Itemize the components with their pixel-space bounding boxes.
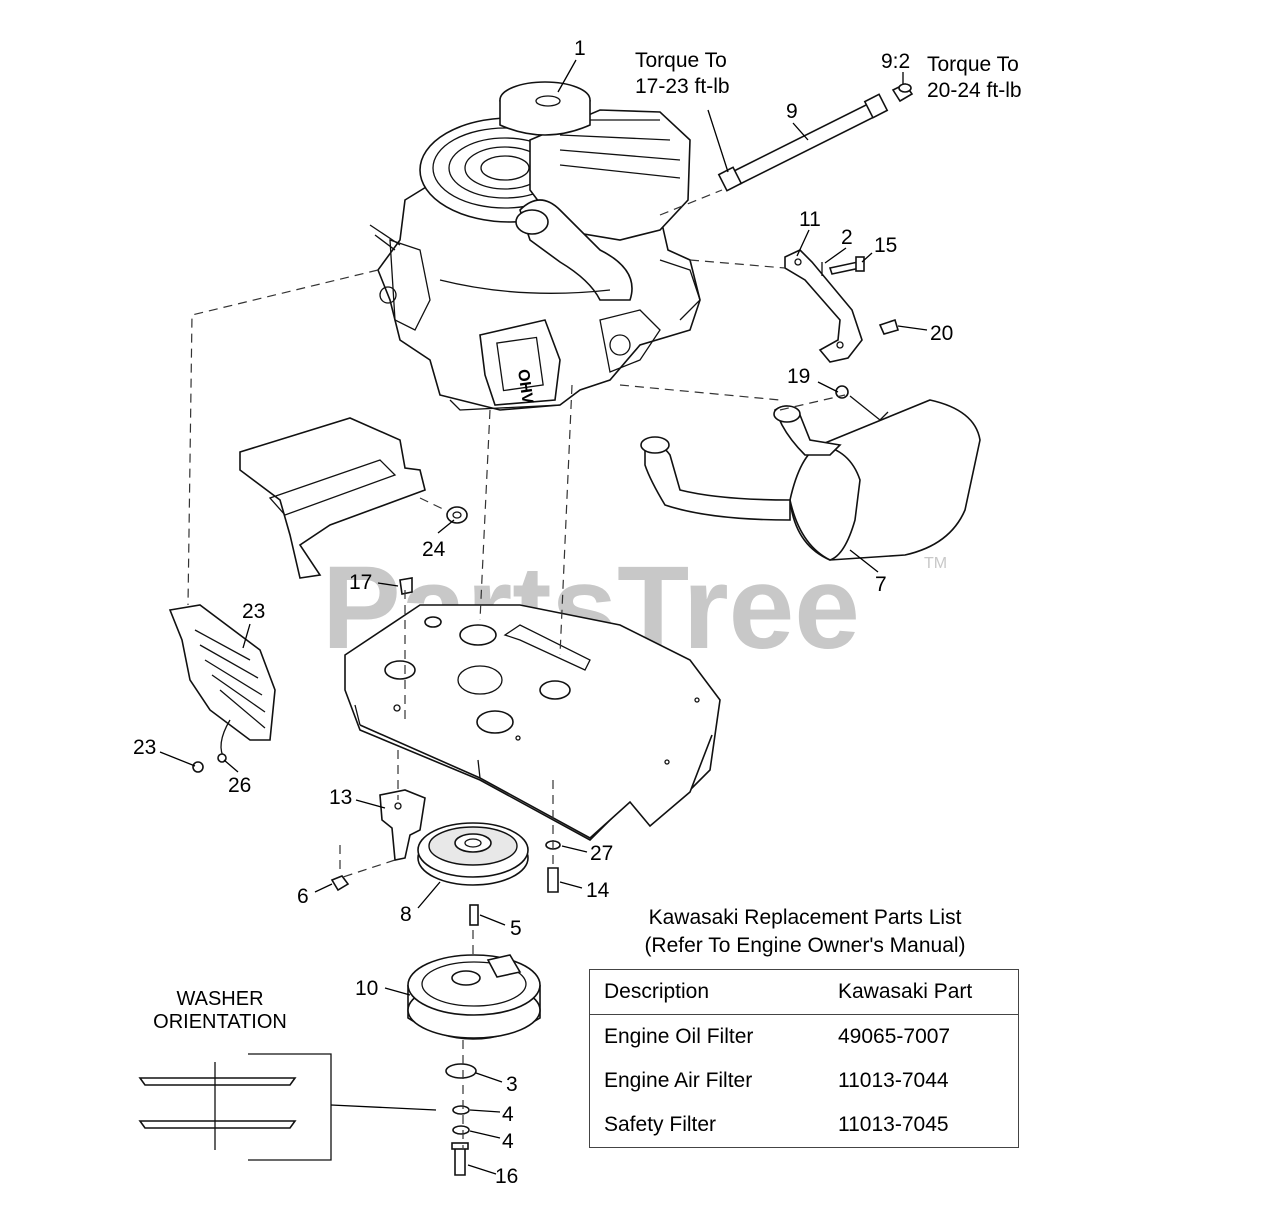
callout-13: 13 (329, 786, 352, 809)
engine-assembly: OHV (369, 81, 701, 411)
svg-text:OHV: OHV (514, 368, 536, 405)
callout-5: 5 (510, 917, 522, 940)
kawasaki-parts-table: Description Kawasaki Part Engine Oil Fil… (589, 969, 1019, 1148)
callout-1: 1 (574, 37, 586, 60)
callout-17: 17 (349, 571, 372, 594)
callout-4-lower: 4 (502, 1130, 514, 1153)
callout-23-lower: 23 (133, 736, 156, 759)
engine-mounting-plate (344, 577, 721, 841)
assembly-lines (187, 189, 846, 1148)
parts-table-title-line2: (Refer To Engine Owner's Manual) (644, 934, 966, 957)
torque-note-line2: 17-23 ft-lb (635, 75, 730, 98)
callout-9: 9 (786, 100, 798, 123)
torque-note-line1: Torque To (927, 53, 1019, 76)
parts-table-title: Kawasaki Replacement Parts List (Refer T… (590, 904, 1020, 960)
callout-27: 27 (590, 842, 613, 865)
callout-11: 11 (799, 208, 821, 231)
oil-line-assembly (717, 82, 914, 192)
column-header-kawasaki-part: Kawasaki Part (824, 969, 1019, 1015)
bracket-13 (330, 789, 426, 892)
leader-lines (159, 59, 928, 1175)
parts-table-title-line1: Kawasaki Replacement Parts List (648, 906, 962, 929)
callout-8: 8 (400, 903, 412, 926)
table-header-row: Description Kawasaki Part (589, 969, 1019, 1015)
torque-note-17-23: Torque To 17-23 ft-lb (635, 49, 730, 98)
callout-26: 26 (228, 774, 251, 797)
callout-6: 6 (297, 885, 309, 908)
callout-23-upper: 23 (242, 600, 265, 623)
pulley-8 (417, 822, 529, 926)
callout-16: 16 (495, 1165, 518, 1188)
callout-10: 10 (355, 977, 378, 1000)
torque-note-20-24: Torque To 20-24 ft-lb (927, 53, 1022, 102)
washer-orientation-line2: ORIENTATION (153, 1011, 287, 1033)
callout-15: 15 (874, 234, 897, 257)
callout-9-2: 9:2 (881, 50, 910, 73)
table-row: Engine Oil Filter 49065-7007 (590, 1015, 1019, 1060)
watermark-trademark: TM (924, 555, 947, 572)
torque-note-line1: Torque To (635, 49, 727, 72)
washer-orientation-line1: WASHER (176, 988, 264, 1010)
part-number: 49065-7007 (838, 1025, 951, 1048)
callout-4-upper: 4 (502, 1103, 514, 1126)
callout-14: 14 (586, 879, 610, 902)
heat-shield-24 (239, 417, 468, 579)
table-row: Engine Air Filter 11013-7044 (590, 1059, 1019, 1103)
callout-3: 3 (506, 1073, 518, 1096)
washer-orientation-title: WASHER ORIENTATION (140, 988, 300, 1034)
callout-20: 20 (930, 322, 953, 345)
part-description: Engine Oil Filter (604, 1025, 754, 1048)
guard-23 (168, 604, 276, 773)
muffler-7 (640, 385, 981, 561)
clutch-10 (407, 840, 561, 1176)
column-header-description: Description (589, 969, 824, 1015)
part-description: Engine Air Filter (604, 1069, 753, 1092)
part-number: 11013-7044 (838, 1069, 949, 1092)
part-number: 11013-7045 (838, 1113, 949, 1136)
callout-19: 19 (787, 365, 810, 388)
torque-note-line2: 20-24 ft-lb (927, 79, 1022, 102)
washer-orientation-detail (138, 1053, 437, 1161)
part-description: Safety Filter (604, 1113, 717, 1136)
callout-2: 2 (841, 226, 853, 249)
callout-labels: 1 9:2 9 11 2 15 20 19 7 24 17 23 23 26 1… (133, 37, 953, 1188)
callout-7: 7 (875, 573, 887, 596)
callout-24: 24 (422, 538, 446, 561)
table-row: Safety Filter 11013-7045 (590, 1103, 1019, 1148)
bracket-11 (784, 249, 899, 363)
